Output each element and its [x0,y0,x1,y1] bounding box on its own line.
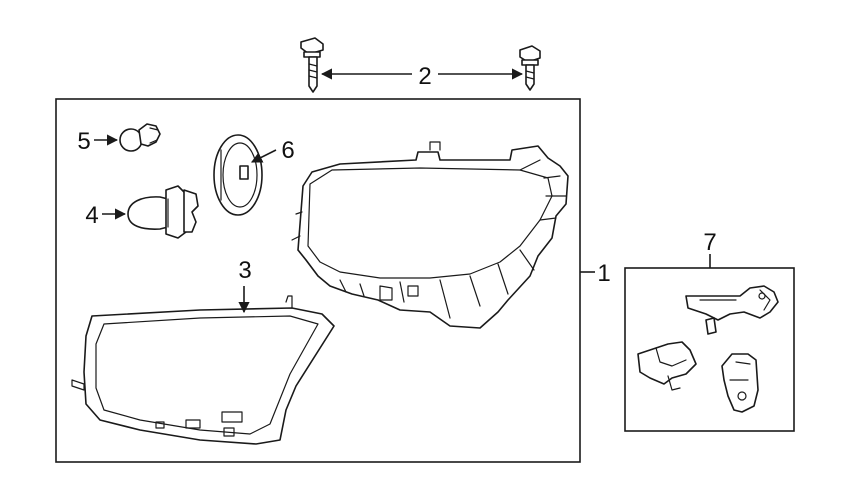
callout-4: 4 [85,202,98,229]
seal-ring-icon [213,134,263,216]
leader-6 [250,149,277,163]
mount-bracket-right-icon [721,353,759,413]
mount-bracket-left-icon [637,341,697,391]
main-assembly-frame [55,98,581,463]
callout-1: 1 [597,260,610,287]
callout-5: 5 [77,128,90,155]
halogen-bulb-icon [127,185,199,239]
lens-cover-icon [71,295,335,445]
callout-7: 7 [703,229,716,256]
callout-2: 2 [418,63,431,90]
headlamp-housing-icon [291,141,569,329]
bolt-left-icon [300,37,324,93]
callout-3: 3 [238,257,251,284]
mount-bracket-upper-icon [685,285,779,335]
bolt-right-icon [519,45,541,91]
small-bulb-icon [119,123,161,152]
callout-6: 6 [281,137,294,164]
